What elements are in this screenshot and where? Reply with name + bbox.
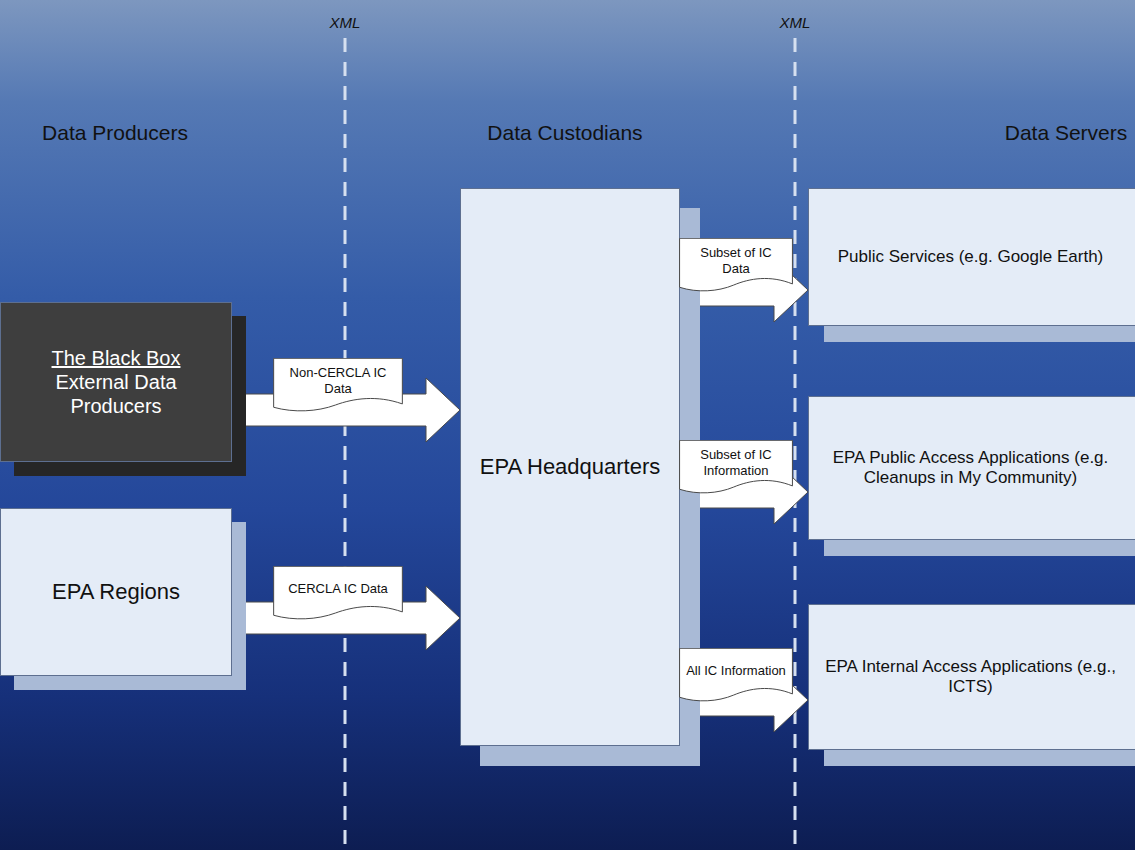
edge-label: All IC Information [686, 663, 786, 679]
box-title: Public Services (e.g. Google Earth) [838, 247, 1104, 267]
document-label: All IC Information [679, 648, 793, 704]
box-subtitle: External Data Producers [13, 370, 219, 418]
document-label: CERCLA IC Data [273, 566, 403, 622]
format-label: XML [330, 14, 361, 31]
document-outline [680, 440, 793, 493]
edge-label: CERCLA IC Data [288, 581, 388, 597]
server-box: EPA Public Access Applications (e.g. Cle… [808, 396, 1135, 540]
edge-label: Non-CERCLA IC Data [279, 365, 397, 396]
column-header: Data Producers [42, 121, 188, 145]
format-label: XML [780, 14, 811, 31]
document-label: Subset of IC Data [679, 238, 793, 294]
divider-line [794, 38, 797, 850]
box-title: EPA Headquarters [480, 454, 661, 480]
box-title: The Black Box [52, 346, 181, 370]
box-title: EPA Regions [52, 579, 180, 605]
document-outline [274, 566, 403, 619]
document-label: Non-CERCLA IC Data [273, 358, 403, 414]
box-title: EPA Internal Access Applications (e.g., … [821, 657, 1120, 698]
producer-box: EPA Regions [0, 508, 232, 676]
edge-label: Subset of IC Data [685, 245, 787, 276]
document-outline [680, 238, 793, 291]
column-header: Data Servers [1005, 121, 1128, 145]
producer-box: The Black BoxExternal Data Producers [0, 302, 232, 462]
document-label: Subset of IC Information [679, 440, 793, 496]
divider-line [344, 38, 347, 850]
column-header: Data Custodians [487, 121, 642, 145]
document-outline [274, 358, 403, 411]
server-box: EPA Internal Access Applications (e.g., … [808, 604, 1135, 750]
custodian-box: EPA Headquarters [460, 188, 680, 746]
document-outline [680, 648, 793, 701]
box-title: EPA Public Access Applications (e.g. Cle… [821, 448, 1120, 489]
server-box: Public Services (e.g. Google Earth) [808, 188, 1135, 326]
edge-label: Subset of IC Information [685, 447, 787, 478]
